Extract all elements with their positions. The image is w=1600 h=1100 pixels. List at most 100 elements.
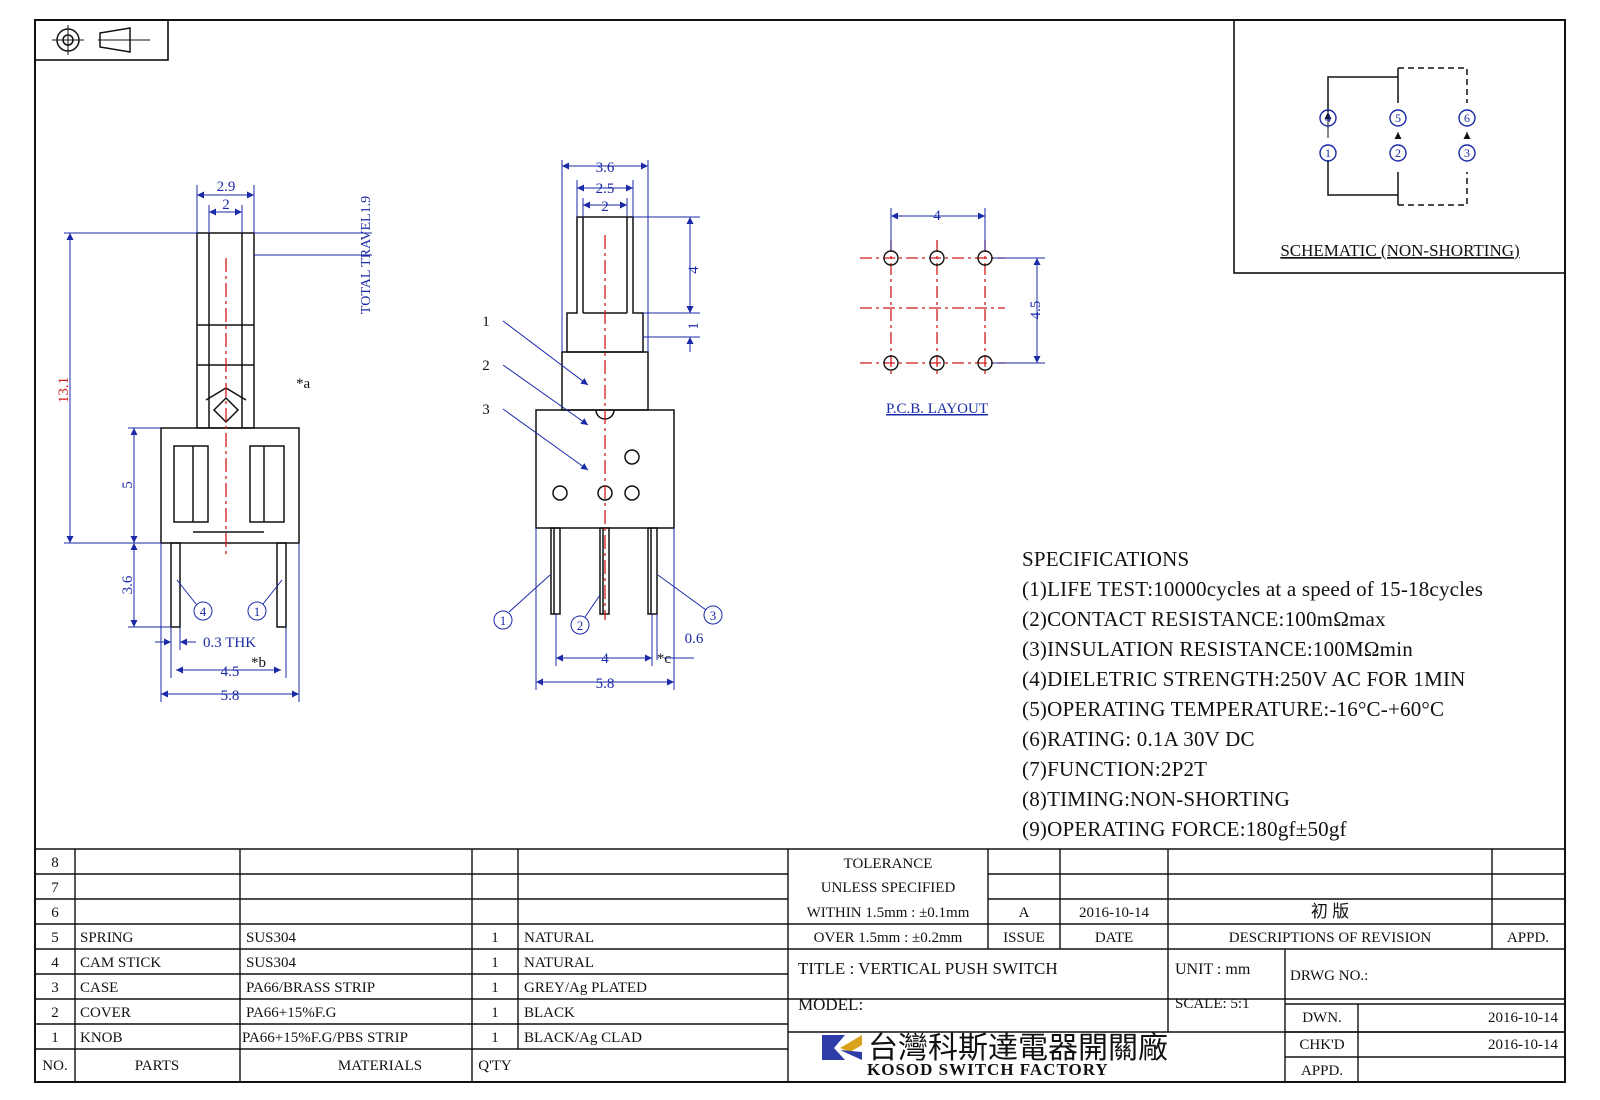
- bom-no: 8: [51, 855, 59, 871]
- drwg-no-label: DRWG NO.:: [1290, 968, 1368, 984]
- bom-qty: 1: [491, 930, 499, 946]
- side-dim-4-5: 4.5: [221, 664, 240, 680]
- schematic-pin-2: 2: [1395, 146, 1401, 160]
- front-callout-2: 2: [482, 358, 490, 374]
- front-pin-2: 2: [577, 618, 584, 633]
- spec-item: (5)OPERATING TEMPERATURE:-16°C-+60°C: [1022, 697, 1445, 721]
- bom-no: 5: [51, 930, 59, 946]
- title-block-grid: [35, 848, 1565, 1082]
- bom-material: PA66+15%F.G: [246, 1005, 337, 1021]
- bom-part: SPRING: [80, 930, 134, 946]
- schematic-pin-6: 6: [1464, 111, 1470, 125]
- side-thk: 0.3 THK: [203, 635, 256, 651]
- bom-table: 8 7 6 5 SPRING SUS304 1 NATURAL 4 CAM ST…: [42, 855, 647, 1074]
- side-dim-3-6: 3.6: [120, 575, 136, 594]
- title-block: TOLERANCE UNLESS SPECIFIED WITHIN 1.5mm …: [798, 856, 1558, 1079]
- dwn-label: DWN.: [1302, 1010, 1342, 1026]
- front-dim-3-6: 3.6: [596, 160, 615, 176]
- drawing-title: TITLE : VERTICAL PUSH SWITCH: [798, 959, 1058, 978]
- revision-desc: 初 版: [1311, 902, 1349, 921]
- specifications: SPECIFICATIONS (1)LIFE TEST:10000cycles …: [1022, 544, 1483, 844]
- bom-no: 2: [51, 1005, 59, 1021]
- bom-header-no: NO.: [42, 1058, 67, 1074]
- spec-item: (1)LIFE TEST:10000cycles at a speed of 1…: [1022, 577, 1484, 601]
- tolerance-line-2: UNLESS SPECIFIED: [821, 880, 956, 896]
- bom-finish: BLACK/Ag CLAD: [524, 1030, 642, 1046]
- front-dim-2: 2: [601, 199, 609, 215]
- date-label: DATE: [1095, 930, 1133, 946]
- front-dim-2-5: 2.5: [596, 181, 615, 197]
- revision-issue: A: [1019, 905, 1030, 921]
- pcb-dim-4-5: 4.5: [1028, 301, 1044, 320]
- spec-item: (3)INSULATION RESISTANCE:100MΩmin: [1022, 637, 1413, 661]
- company-logo-icon: [822, 1035, 862, 1060]
- tolerance-within: WITHIN 1.5mm : ±0.1mm: [807, 905, 970, 921]
- front-pin-1: 1: [500, 613, 507, 628]
- spec-item: (9)OPERATING FORCE:180gf±50gf: [1022, 817, 1347, 841]
- side-dim-2-9: 2.9: [217, 179, 236, 195]
- bom-no: 6: [51, 905, 59, 921]
- side-total-travel: TOTAL TRAVEL1.9: [359, 196, 374, 314]
- unit-label: UNIT : mm: [1175, 961, 1251, 978]
- side-pin-4: 4: [200, 604, 207, 619]
- dwn-date: 2016-10-14: [1488, 1010, 1558, 1026]
- bom-no: 4: [51, 955, 59, 971]
- scale-label: SCALE: 5:1: [1175, 996, 1250, 1012]
- model-label: MODEL:: [798, 995, 863, 1014]
- bom-qty: 1: [491, 955, 499, 971]
- sheet-border: [34, 19, 1566, 1083]
- front-callout-1: 1: [482, 314, 490, 330]
- bom-header-materials: MATERIALS: [338, 1058, 422, 1074]
- appd2-label: APPD.: [1301, 1063, 1343, 1079]
- front-dim-1: 1: [686, 322, 702, 330]
- side-dim-5: 5: [120, 481, 136, 489]
- bom-material: SUS304: [246, 930, 297, 946]
- spec-title: SPECIFICATIONS: [1022, 547, 1190, 571]
- bom-part: COVER: [80, 1005, 131, 1021]
- chkd-date: 2016-10-14: [1488, 1037, 1558, 1053]
- side-pin-1: 1: [254, 604, 261, 619]
- bom-material: PA66/BRASS STRIP: [246, 980, 375, 996]
- side-dim-2: 2: [222, 197, 230, 213]
- front-dim-4: 4: [686, 266, 702, 274]
- chkd-label: CHK'D: [1299, 1037, 1344, 1053]
- appd-label: APPD.: [1507, 930, 1549, 946]
- revision-date: 2016-10-14: [1079, 905, 1149, 921]
- side-dimensions: [64, 185, 372, 702]
- front-callout-3: 3: [482, 402, 490, 418]
- schematic-pin-4: 4: [1325, 111, 1331, 125]
- bom-finish: BLACK: [524, 1005, 575, 1021]
- bom-qty: 1: [491, 1005, 499, 1021]
- front-pin-3: 3: [710, 608, 717, 623]
- company-name-en: KOSOD SWITCH FACTORY: [867, 1060, 1109, 1079]
- bom-qty: 1: [491, 1030, 499, 1046]
- side-dim-13-1: 13.1: [56, 377, 72, 403]
- bom-header-parts: PARTS: [135, 1058, 179, 1074]
- bom-material: PA66+15%F.G/PBS STRIP: [242, 1030, 408, 1046]
- bom-finish: NATURAL: [524, 930, 594, 946]
- bom-header-qty: Q'TY: [478, 1058, 512, 1074]
- bom-qty: 1: [491, 980, 499, 996]
- bom-no: 1: [51, 1030, 59, 1046]
- bom-part: CAM STICK: [80, 955, 161, 971]
- schematic-panel: 4 5 6 1 2 3 SCHEMATIC (NON-SHORTING): [1233, 19, 1566, 274]
- front-dim-5-8: 5.8: [596, 676, 615, 692]
- front-note-c: *c: [657, 651, 672, 667]
- bom-finish: GREY/Ag PLATED: [524, 980, 647, 996]
- bom-finish: NATURAL: [524, 955, 594, 971]
- spec-item: (8)TIMING:NON-SHORTING: [1022, 787, 1290, 811]
- front-dimensions: [493, 160, 723, 690]
- pcb-layout: 4 4.5 P.C.B. LAYOUT: [860, 208, 1045, 417]
- desc-label: DESCRIPTIONS OF REVISION: [1229, 930, 1432, 946]
- tolerance-line-1: TOLERANCE: [844, 856, 933, 872]
- spec-item: (2)CONTACT RESISTANCE:100mΩmax: [1022, 607, 1386, 631]
- issue-label: ISSUE: [1003, 930, 1045, 946]
- projection-symbol-icon: [34, 19, 169, 61]
- tolerance-over: OVER 1.5mm : ±0.2mm: [814, 930, 963, 946]
- bom-no: 3: [51, 980, 59, 996]
- pcb-dim-4: 4: [933, 208, 941, 224]
- schematic-pin-5: 5: [1395, 111, 1401, 125]
- side-view: [160, 232, 300, 628]
- front-dim-0-6: 0.6: [685, 631, 704, 647]
